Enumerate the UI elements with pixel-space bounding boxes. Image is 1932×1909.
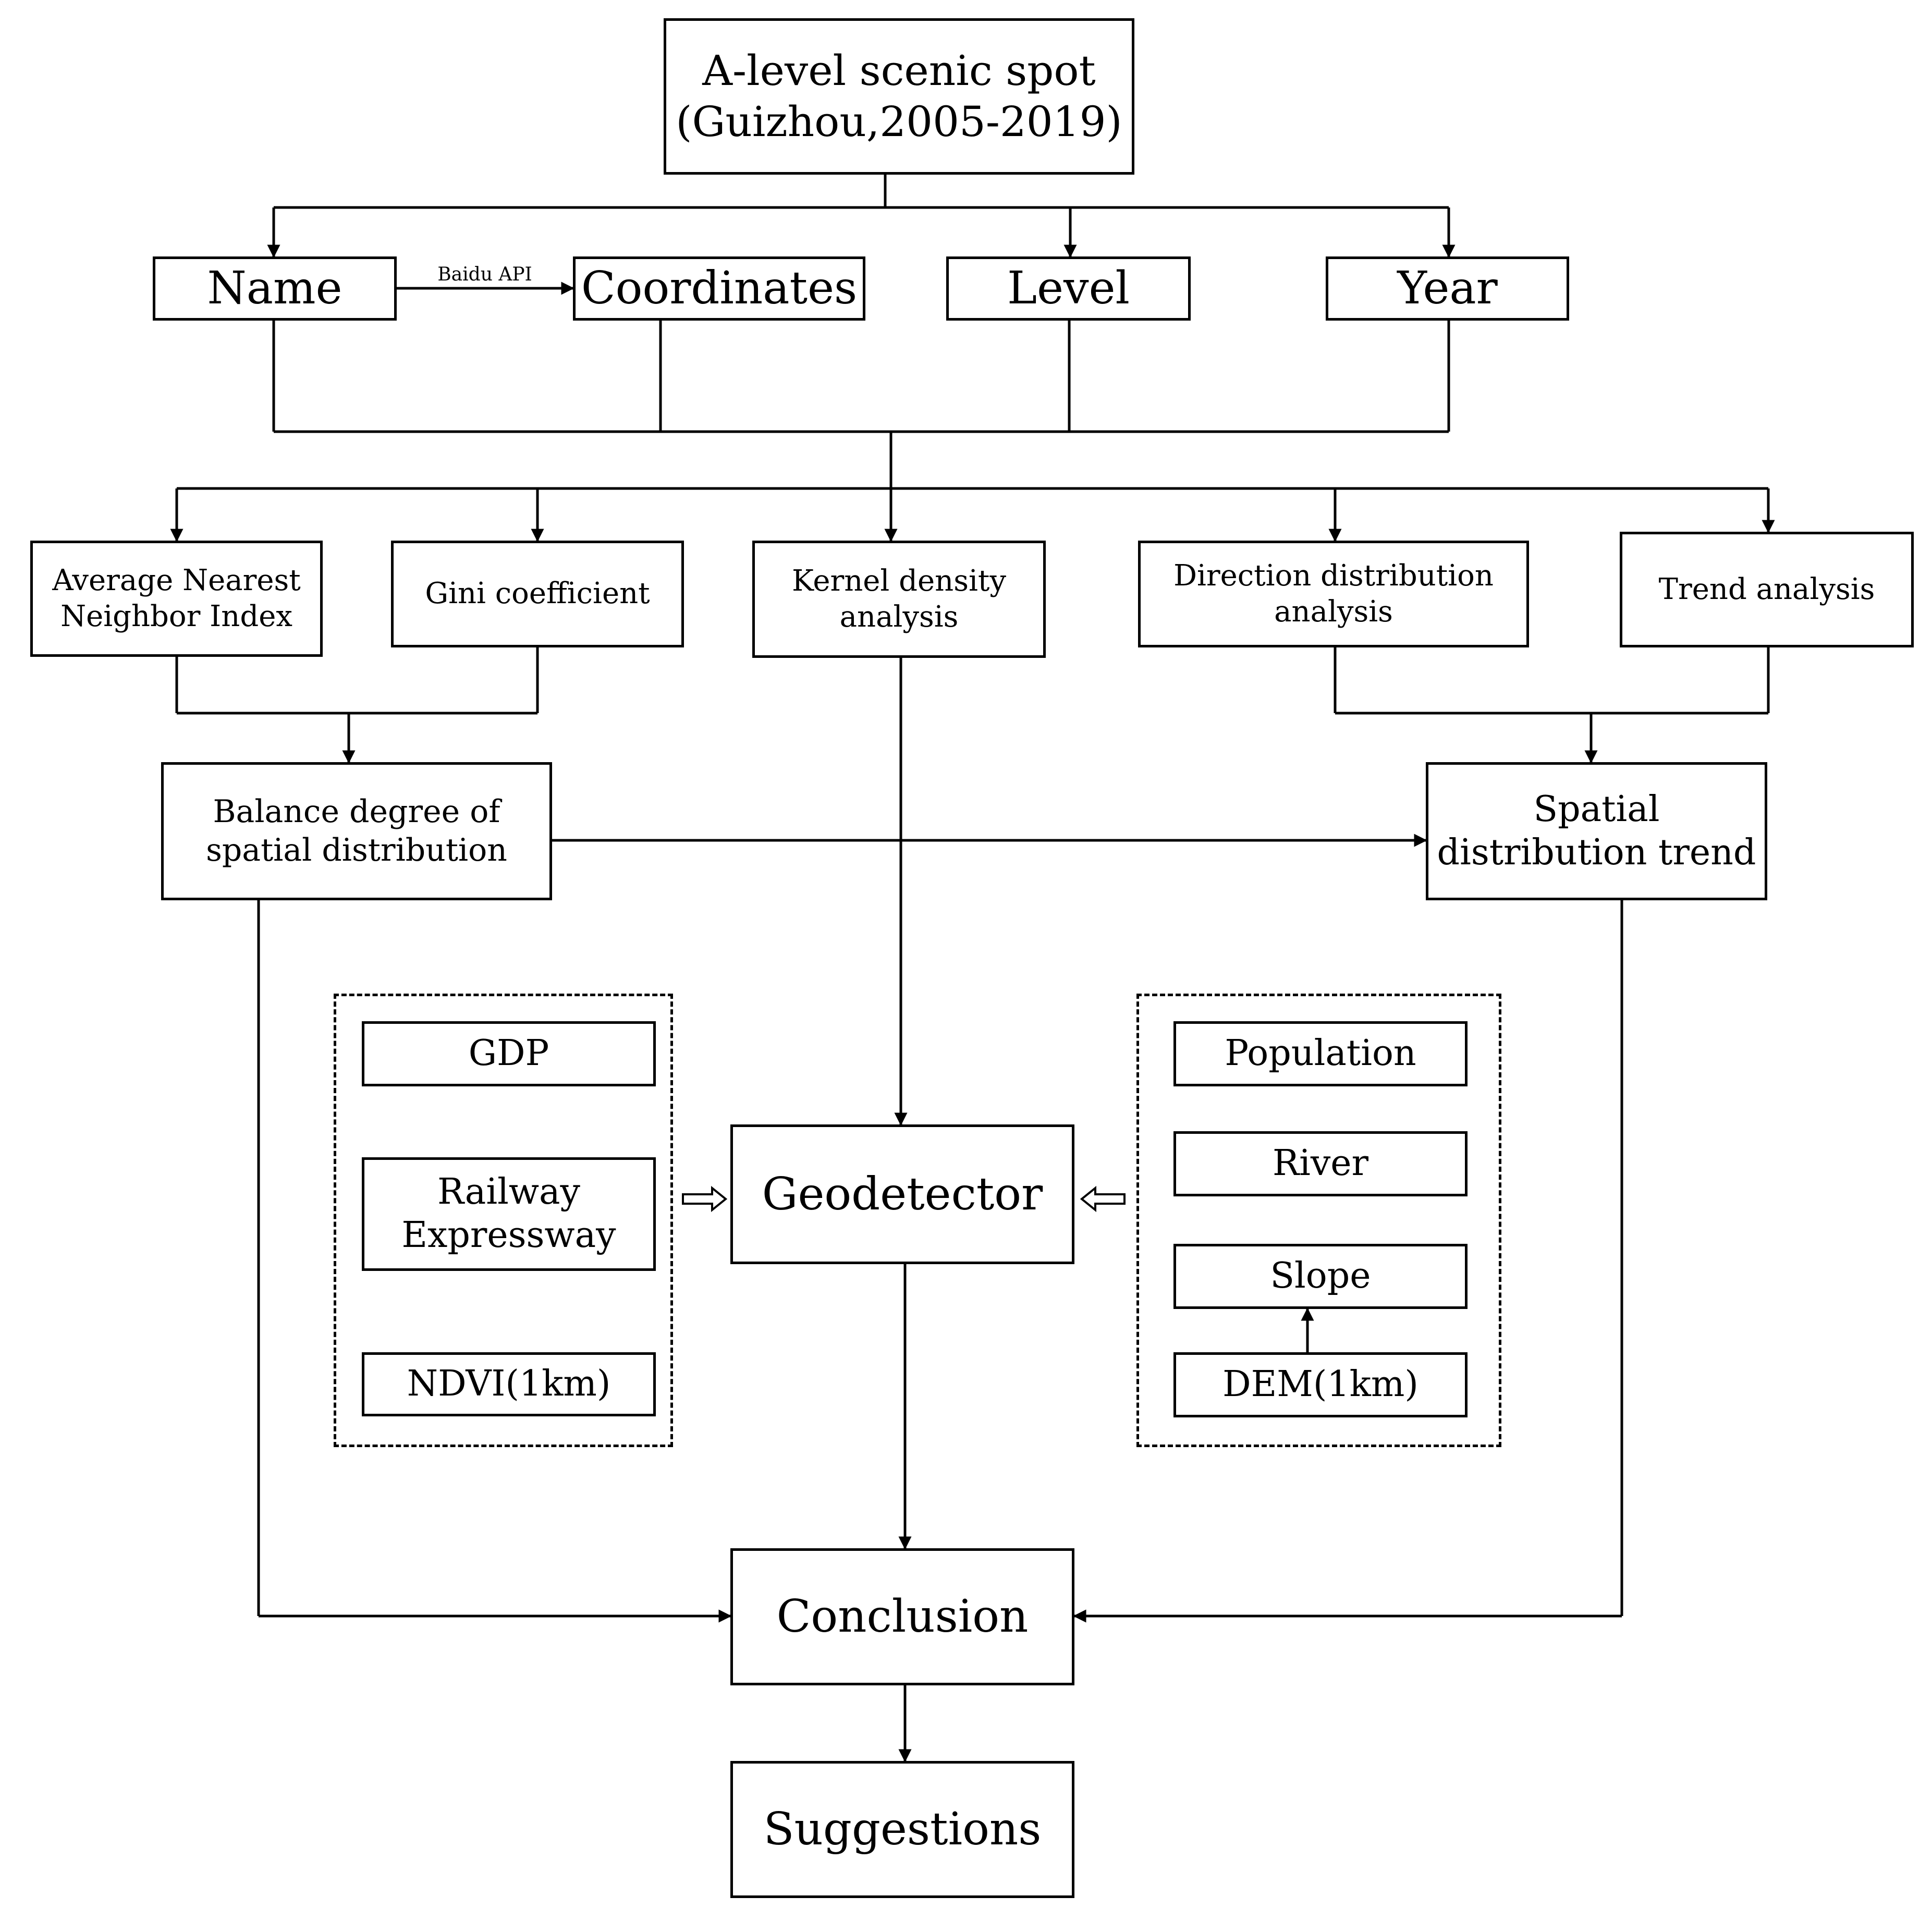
hollow-arrow-left [1080, 1185, 1126, 1213]
spatial-trend-box: Spatial distribution trend [1426, 762, 1767, 900]
economic-factors-group [334, 994, 673, 1447]
hollow-arrow-right [682, 1185, 728, 1213]
conclusion-label: Conclusion [776, 1590, 1029, 1643]
spatial-trend-line1: Spatial [1533, 788, 1660, 830]
direction-box: Direction distribution analysis [1138, 541, 1529, 647]
edge-label: Baidu API [437, 264, 532, 285]
gdp-box: GDP [362, 1021, 656, 1086]
balance-box: Balance degree of spatial distribution [161, 762, 552, 900]
coordinates-label: Coordinates [581, 262, 858, 315]
balance-line2: spatial distribution [206, 831, 507, 868]
direction-line1: Direction distribution [1173, 559, 1494, 593]
population-box: Population [1173, 1021, 1468, 1086]
kernel-line1: Kernel density [791, 564, 1006, 598]
gini-label: Gini coefficient [425, 577, 650, 611]
river-box: River [1173, 1131, 1468, 1196]
population-label: Population [1225, 1033, 1416, 1074]
level-box: Level [946, 256, 1191, 321]
dem-label: DEM(1km) [1222, 1364, 1419, 1405]
coordinates-box: Coordinates [573, 256, 865, 321]
top-line1: A-level scenic spot [702, 46, 1096, 95]
trend-label: Trend analysis [1658, 572, 1875, 606]
anni-line1: Average Nearest [52, 564, 301, 598]
kernel-box: Kernel density analysis [752, 541, 1046, 658]
railway-label: Railway [437, 1171, 580, 1213]
name-label: Name [207, 262, 343, 315]
level-label: Level [1007, 262, 1130, 315]
conclusion-box: Conclusion [730, 1548, 1074, 1685]
ndvi-label: NDVI(1km) [407, 1363, 611, 1405]
balance-line1: Balance degree of [213, 793, 500, 830]
top-box: A-level scenic spot (Guizhou,2005-2019) [664, 18, 1134, 175]
year-box: Year [1326, 256, 1569, 321]
spatial-trend-line2: distribution trend [1437, 831, 1756, 873]
suggestions-label: Suggestions [763, 1803, 1042, 1856]
slope-box: Slope [1173, 1244, 1468, 1309]
expressway-label: Expressway [401, 1215, 616, 1256]
suggestions-box: Suggestions [730, 1761, 1074, 1898]
railway-expressway-box: Railway Expressway [362, 1157, 656, 1271]
direction-line2: analysis [1274, 594, 1393, 629]
anni-line2: Neighbor Index [60, 599, 292, 633]
trend-box: Trend analysis [1620, 532, 1914, 647]
gdp-label: GDP [468, 1033, 549, 1074]
slope-label: Slope [1270, 1255, 1371, 1297]
name-box: Name [153, 256, 397, 321]
geodetector-box: Geodetector [730, 1124, 1074, 1264]
kernel-line2: analysis [839, 599, 959, 634]
river-label: River [1272, 1143, 1369, 1184]
dem-box: DEM(1km) [1173, 1352, 1468, 1417]
natural-factors-group [1136, 994, 1501, 1447]
anni-box: Average Nearest Neighbor Index [30, 541, 323, 657]
top-line2: (Guizhou,2005-2019) [676, 97, 1122, 146]
year-label: Year [1397, 262, 1498, 315]
gini-box: Gini coefficient [391, 541, 684, 647]
ndvi-box: NDVI(1km) [362, 1352, 656, 1416]
geodetector-label: Geodetector [762, 1168, 1043, 1220]
